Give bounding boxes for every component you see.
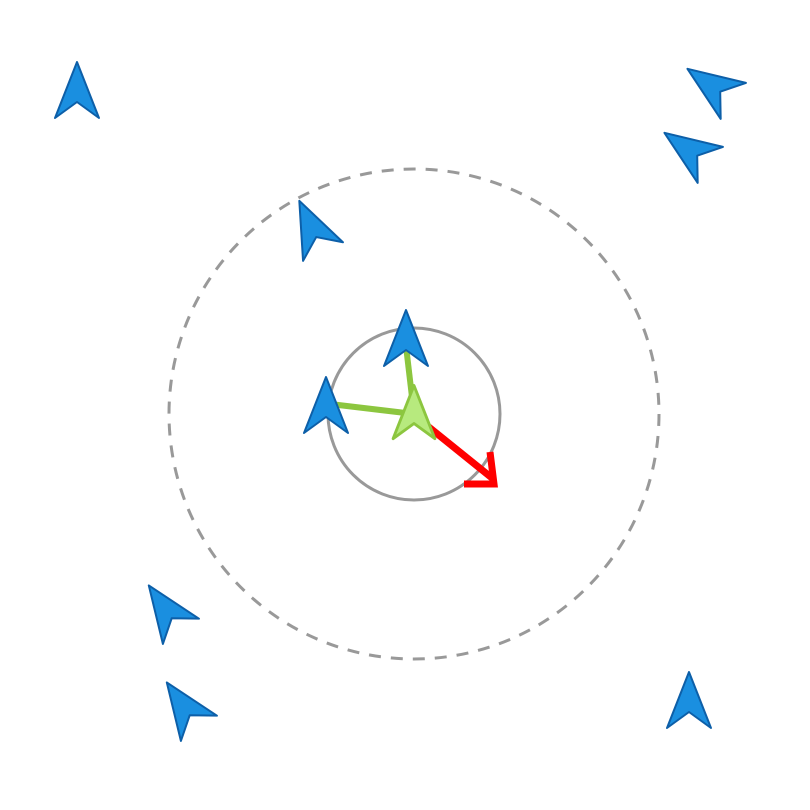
neighbor-line-left [327, 401, 417, 417]
arrowhead-agent-icon [666, 671, 712, 729]
arrowhead-agent-icon [147, 668, 218, 742]
steering-arrow-icon [422, 421, 498, 488]
arrowhead-agent-icon [650, 113, 724, 184]
perception-radius-circle [167, 167, 661, 661]
arrowhead-agent-icon [54, 61, 100, 119]
arrowhead-agent-icon [673, 49, 747, 120]
arrowhead-agent-icon [129, 571, 200, 645]
